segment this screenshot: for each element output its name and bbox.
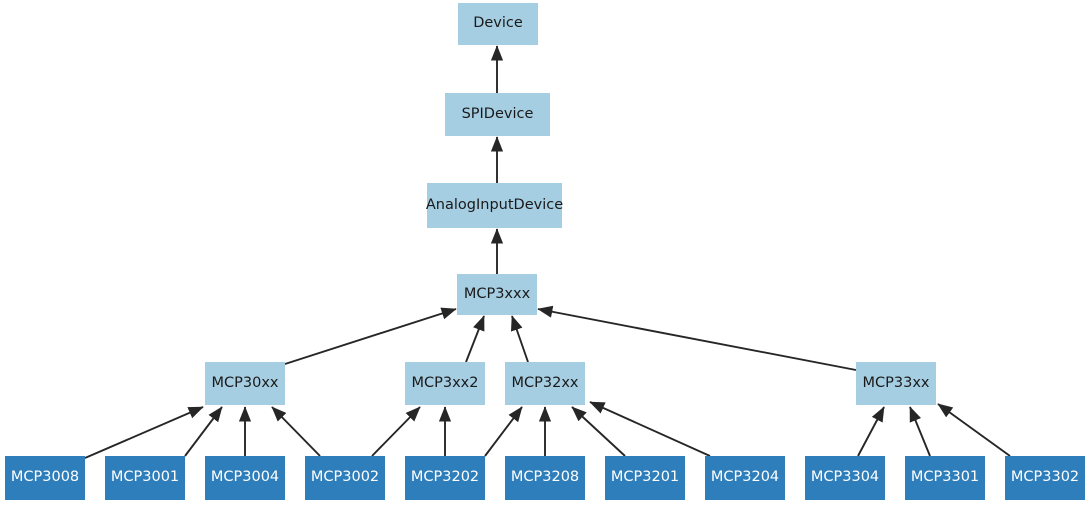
class-node-mcp3xxx[interactable]: MCP3xxx [457, 274, 537, 315]
class-node-label: MCP3301 [910, 469, 980, 486]
class-node-label: MCP3304 [810, 469, 880, 486]
inheritance-edge [371, 406, 421, 457]
class-node-label: MCP3002 [310, 469, 380, 486]
class-node-mcp3208[interactable]: MCP3208 [505, 456, 585, 500]
inheritance-edge [84, 406, 204, 459]
class-node-label: MCP32xx [511, 374, 579, 391]
class-node-label: MCP3202 [410, 469, 480, 486]
class-node-label: MCP3xxx [463, 285, 531, 302]
class-node-mcp32xx[interactable]: MCP32xx [505, 362, 585, 405]
inheritance-edge [857, 406, 885, 457]
class-node-label: SPIDevice [461, 105, 534, 122]
class-node-label: MCP33xx [862, 374, 930, 391]
class-node-label: MCP3302 [1010, 469, 1080, 486]
class-node-label: MCP3208 [510, 469, 580, 486]
class-node-mcp3204[interactable]: MCP3204 [705, 456, 785, 500]
class-node-mcp3004[interactable]: MCP3004 [205, 456, 285, 500]
inheritance-edge [511, 315, 529, 363]
class-node-mcp3008[interactable]: MCP3008 [5, 456, 85, 500]
class-node-mcp3002[interactable]: MCP3002 [305, 456, 385, 500]
inheritance-edge [537, 305, 857, 371]
class-node-label: MCP3008 [10, 469, 80, 486]
class-node-label: Device [473, 15, 523, 32]
class-node-mcp3302[interactable]: MCP3302 [1005, 456, 1085, 500]
class-node-device[interactable]: Device [458, 3, 538, 45]
inheritance-edge [484, 406, 523, 457]
inheritance-edge [589, 401, 711, 457]
class-node-label: AnalogInputDevice [425, 196, 564, 213]
class-node-label: MCP30xx [211, 374, 279, 391]
inheritance-edge [271, 406, 321, 457]
class-node-mcp3201[interactable]: MCP3201 [605, 456, 685, 500]
class-node-label: MCP3001 [110, 469, 180, 486]
class-node-spidevice[interactable]: SPIDevice [445, 93, 550, 136]
class-node-label: MCP3004 [210, 469, 280, 486]
class-node-label: MCP3xx2 [411, 374, 479, 391]
inheritance-edge [909, 406, 931, 457]
class-node-analoginputdevice[interactable]: AnalogInputDevice [425, 183, 564, 228]
class-node-mcp3001[interactable]: MCP3001 [105, 456, 185, 500]
class-node-mcp3304[interactable]: MCP3304 [805, 456, 885, 500]
class-node-label: MCP3204 [710, 469, 780, 486]
class-node-mcp30xx[interactable]: MCP30xx [205, 362, 285, 405]
inheritance-edge [184, 406, 223, 457]
class-node-mcp33xx[interactable]: MCP33xx [856, 362, 936, 405]
class-node-label: MCP3201 [610, 469, 680, 486]
inheritance-edge [465, 315, 485, 363]
inheritance-edge [571, 406, 626, 457]
class-node-mcp3202[interactable]: MCP3202 [405, 456, 485, 500]
inheritance-edge [284, 307, 457, 365]
inheritance-edge [937, 403, 1011, 457]
class-node-mcp3xx2[interactable]: MCP3xx2 [405, 362, 485, 405]
class-node-mcp3301[interactable]: MCP3301 [905, 456, 985, 500]
